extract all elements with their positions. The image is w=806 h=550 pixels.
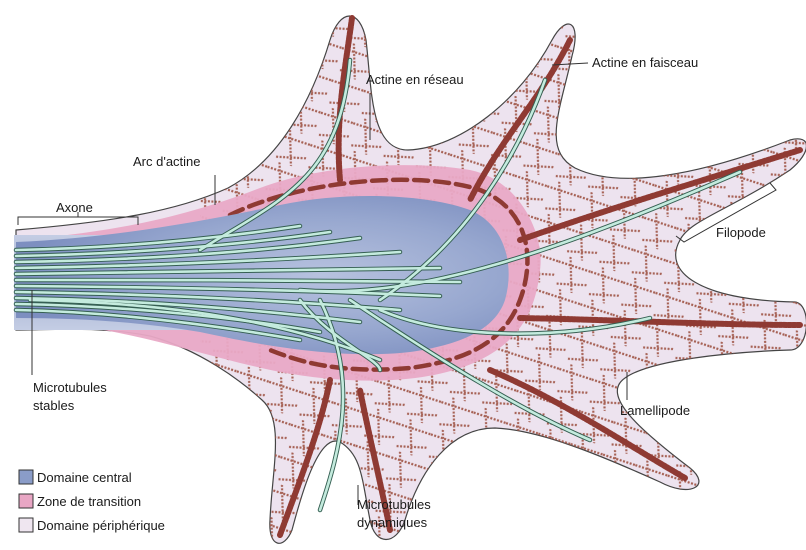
legend-item-central: Domaine central <box>19 470 132 485</box>
legend-label-peripheral: Domaine périphérique <box>37 518 165 533</box>
legend: Domaine central Zone de transition Domai… <box>19 470 165 533</box>
legend-label-transition: Zone de transition <box>37 494 141 509</box>
label-lamellipode: Lamellipode <box>620 403 690 418</box>
label-microtubules-stables-line1: Microtubules <box>33 380 107 395</box>
legend-item-transition: Zone de transition <box>19 494 141 509</box>
label-microtubules-stables-line2: stables <box>33 398 75 413</box>
label-axone: Axone <box>56 200 93 215</box>
legend-swatch-transition <box>19 494 33 508</box>
legend-item-peripheral: Domaine périphérique <box>19 518 165 533</box>
legend-swatch-central <box>19 470 33 484</box>
label-actine-faisceau: Actine en faisceau <box>592 55 698 70</box>
label-microtubules-dynamiques-line1: Microtubules <box>357 497 431 512</box>
label-actine-reseau: Actine en réseau <box>366 72 464 87</box>
label-filopode: Filopode <box>716 225 766 240</box>
legend-label-central: Domaine central <box>37 470 132 485</box>
legend-swatch-peripheral <box>19 518 33 532</box>
label-arc-actine: Arc d'actine <box>133 154 201 169</box>
label-microtubules-dynamiques-line2: dynamiques <box>357 515 428 530</box>
